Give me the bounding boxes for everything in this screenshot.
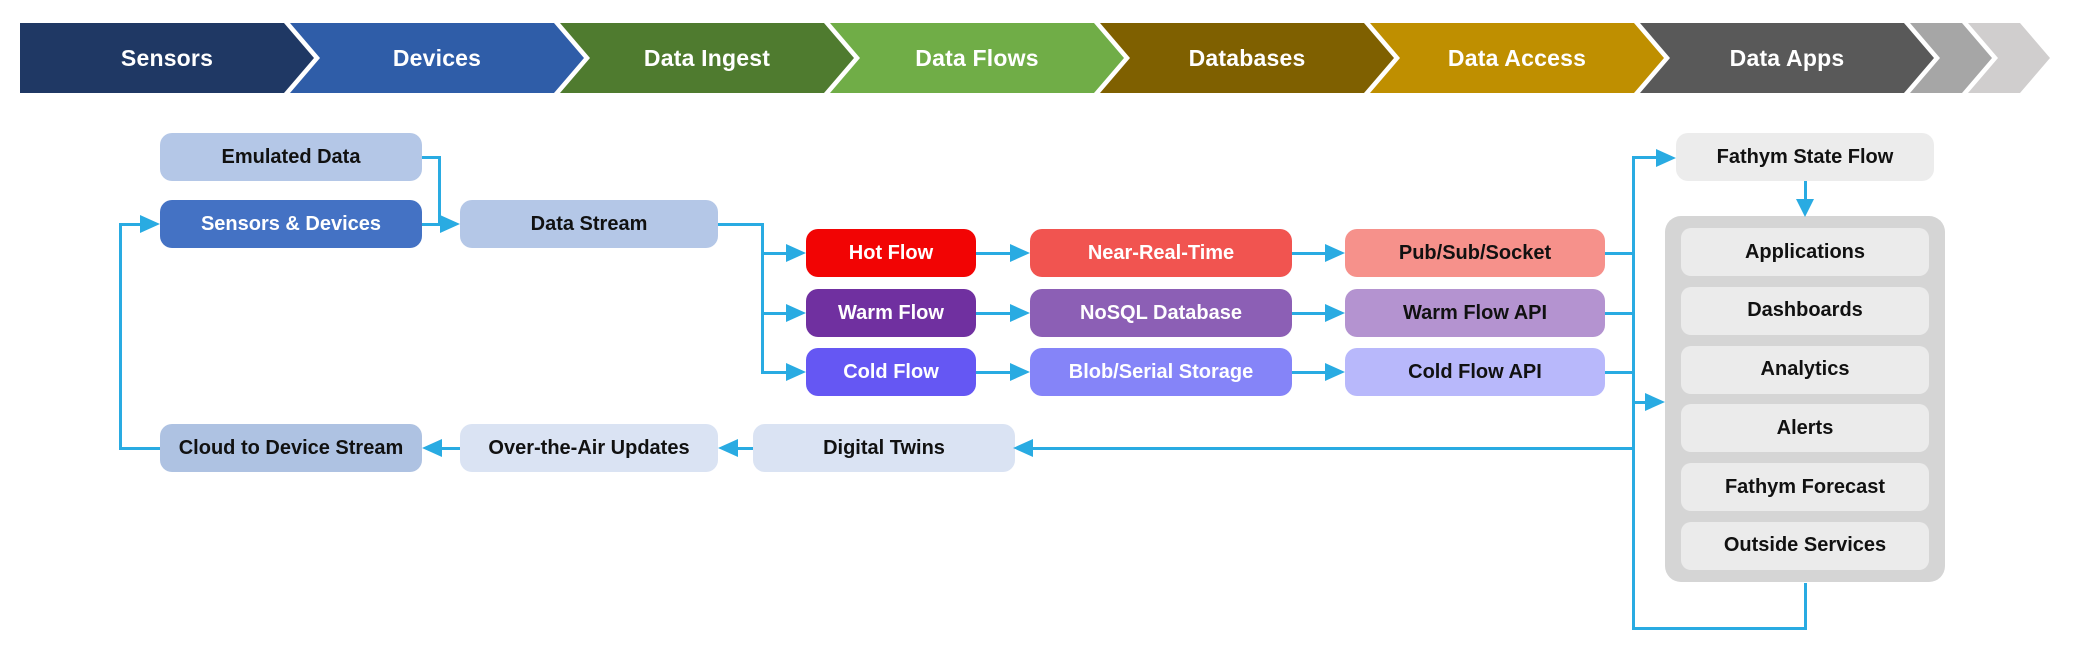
connector [761, 252, 786, 255]
arrowhead [140, 215, 160, 233]
connector [422, 223, 440, 226]
node-cloud-to-device-stream: Cloud to Device Stream [160, 424, 422, 472]
arrowhead [786, 304, 806, 322]
chevron-data-apps: Data Apps [1640, 23, 1934, 93]
connector [1292, 371, 1325, 374]
node-warm-flow-api: Warm Flow API [1345, 289, 1605, 337]
chevron-data-access: Data Access [1370, 23, 1664, 93]
node-warm-flow: Warm Flow [806, 289, 976, 337]
arrowhead [1013, 439, 1033, 457]
chevron-label: Data Access [1447, 44, 1587, 71]
connector [976, 252, 1010, 255]
connector [1605, 252, 1634, 255]
arrowhead [1656, 149, 1676, 167]
connector [1605, 312, 1634, 315]
chevron-label: Data Flows [915, 44, 1039, 71]
arrowhead [1796, 199, 1814, 217]
connector [1632, 156, 1635, 630]
chevron-label: Sensors [120, 44, 214, 71]
connector [119, 223, 140, 226]
node-analytics: Analytics [1681, 345, 1929, 394]
connector [761, 223, 764, 374]
apps-group-container: Applications Dashboards Analytics Alerts… [1665, 216, 1945, 582]
connector [718, 223, 764, 226]
arrowhead [440, 215, 460, 233]
connector [1632, 156, 1656, 159]
node-fathym-state-flow: Fathym State Flow [1676, 133, 1934, 181]
node-pub-sub-socket: Pub/Sub/Socket [1345, 229, 1605, 277]
chevron-devices: Devices [290, 23, 584, 93]
arrowhead [1325, 244, 1345, 262]
node-blob-serial-storage: Blob/Serial Storage [1030, 348, 1292, 396]
connector [738, 447, 753, 450]
connector [422, 156, 440, 159]
chevron-data-flows: Data Flows [830, 23, 1124, 93]
connector [442, 447, 460, 450]
arrowhead [1010, 304, 1030, 322]
node-alerts: Alerts [1681, 404, 1929, 453]
arrowhead [1010, 244, 1030, 262]
connector [119, 223, 122, 450]
arrowhead [1325, 304, 1345, 322]
process-banner: Sensors Devices Data Ingest Data Flows D… [20, 23, 2050, 93]
chevron-label: Devices [392, 44, 482, 71]
arrowhead [718, 439, 738, 457]
node-cold-flow-api: Cold Flow API [1345, 348, 1605, 396]
connector [1605, 371, 1634, 374]
chevron-sensors: Sensors [20, 23, 314, 93]
connector [761, 312, 786, 315]
node-fathym-forecast: Fathym Forecast [1681, 463, 1929, 512]
node-nosql-database: NoSQL Database [1030, 289, 1292, 337]
connector [976, 371, 1010, 374]
connector [1292, 312, 1325, 315]
chevron-label: Data Apps [1729, 44, 1845, 71]
node-hot-flow: Hot Flow [806, 229, 976, 277]
node-digital-twins: Digital Twins [753, 424, 1015, 472]
arrowhead [786, 244, 806, 262]
arrowhead [422, 439, 442, 457]
connector [976, 312, 1010, 315]
chevron-label: Data Ingest [643, 44, 771, 71]
arrowhead [1645, 393, 1665, 411]
arrowhead [786, 363, 806, 381]
chevron-data-ingest: Data Ingest [560, 23, 854, 93]
connector [1632, 401, 1645, 404]
connector [1033, 447, 1634, 450]
node-over-the-air-updates: Over-the-Air Updates [460, 424, 718, 472]
chevron-databases: Databases [1100, 23, 1394, 93]
node-sensors-devices: Sensors & Devices [160, 200, 422, 248]
connector [438, 156, 441, 225]
connector [1804, 181, 1807, 200]
node-applications: Applications [1681, 228, 1929, 276]
connector [1804, 583, 1807, 630]
node-cold-flow: Cold Flow [806, 348, 976, 396]
node-dashboards: Dashboards [1681, 286, 1929, 335]
node-near-real-time: Near-Real-Time [1030, 229, 1292, 277]
arrowhead [1010, 363, 1030, 381]
connector [120, 447, 160, 450]
connector [1292, 252, 1325, 255]
node-emulated-data: Emulated Data [160, 133, 422, 181]
node-outside-services: Outside Services [1681, 521, 1929, 570]
connector [1632, 627, 1806, 630]
connector [761, 371, 786, 374]
chevron-label: Databases [1188, 44, 1306, 71]
arrowhead [1325, 363, 1345, 381]
node-data-stream: Data Stream [460, 200, 718, 248]
